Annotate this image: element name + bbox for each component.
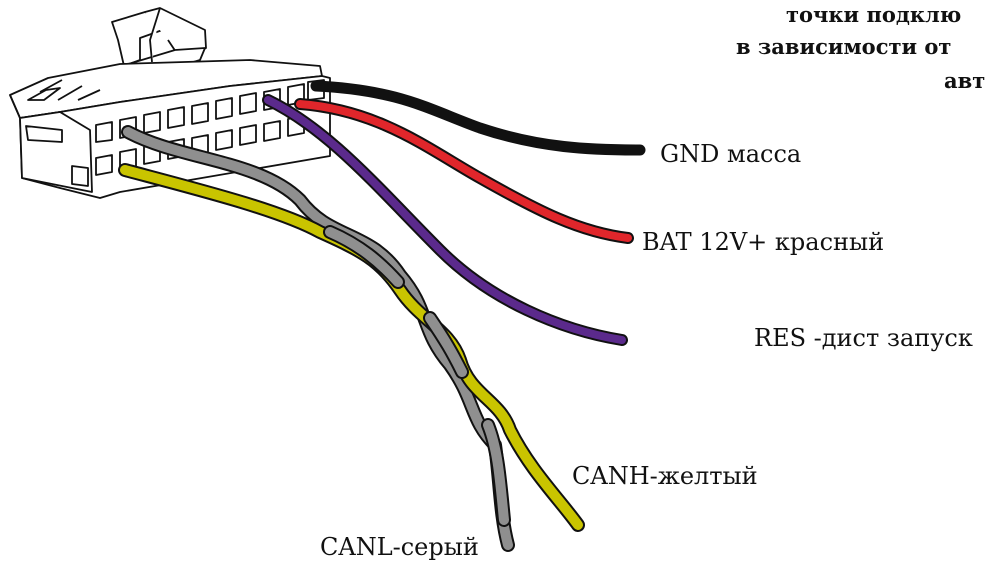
wire-res (264, 96, 626, 344)
heading-line-3: авт (944, 68, 986, 93)
wire-canh-outline (118, 163, 585, 532)
wire-label-canh: CANH-желтый (572, 462, 758, 490)
wire-canh (120, 165, 583, 530)
wire-label-gnd: GND масса (660, 140, 802, 168)
heading-line-1: точки подклю (786, 2, 962, 27)
wire-canl-twist (325, 227, 509, 525)
wire-label-canl: CANL-серый (320, 533, 479, 561)
wire-label-bat: BAT 12V+ красный (642, 228, 885, 256)
heading-line-2: в зависимости от (736, 34, 952, 59)
wire-bat (296, 100, 632, 242)
wire-gnd (310, 80, 646, 156)
wire-label-res: RES -дист запуск (754, 324, 973, 352)
